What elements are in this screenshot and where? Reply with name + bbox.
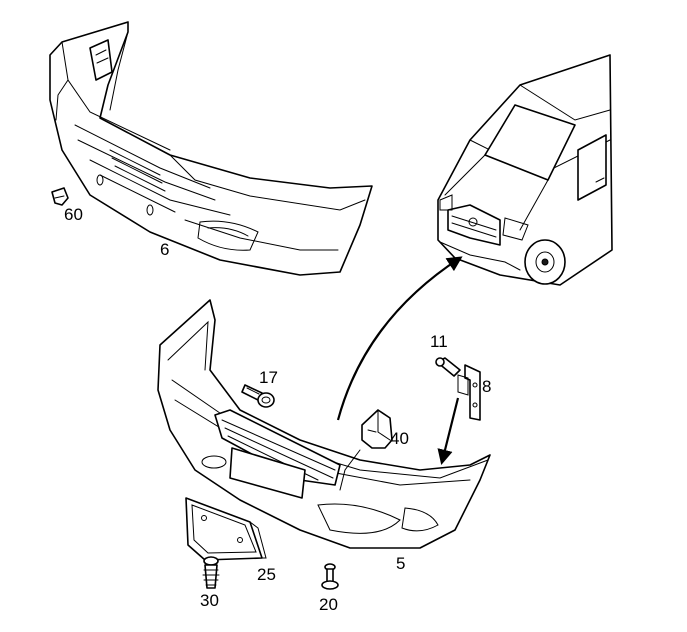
- clip-60: [51, 187, 69, 206]
- callout-8: 8: [482, 377, 492, 396]
- fastener-30: [202, 556, 220, 589]
- callout-20: 20: [319, 595, 338, 614]
- callout-5: 5: [396, 554, 406, 573]
- assembly-arrow: [336, 256, 463, 421]
- screw-17: [241, 384, 275, 408]
- bolt-11: [435, 357, 461, 377]
- plate-25: [185, 497, 267, 561]
- leader-40: [339, 449, 361, 491]
- callout-25: 25: [257, 565, 276, 584]
- van-illustration: [437, 54, 613, 286]
- bracket-8: [457, 364, 481, 421]
- callout-40: 40: [390, 429, 409, 448]
- callout-6: 6: [160, 240, 170, 259]
- rivet-20: [321, 563, 339, 590]
- callout-60: 60: [64, 205, 83, 224]
- upper-bumper-cover: [49, 21, 373, 276]
- lower-bumper-cover: [157, 299, 491, 549]
- callout-30: 30: [200, 591, 219, 610]
- bracket-40: [361, 409, 393, 449]
- callout-11: 11: [430, 332, 448, 351]
- callout-17: 17: [259, 368, 278, 387]
- mount-arrow: [437, 397, 460, 465]
